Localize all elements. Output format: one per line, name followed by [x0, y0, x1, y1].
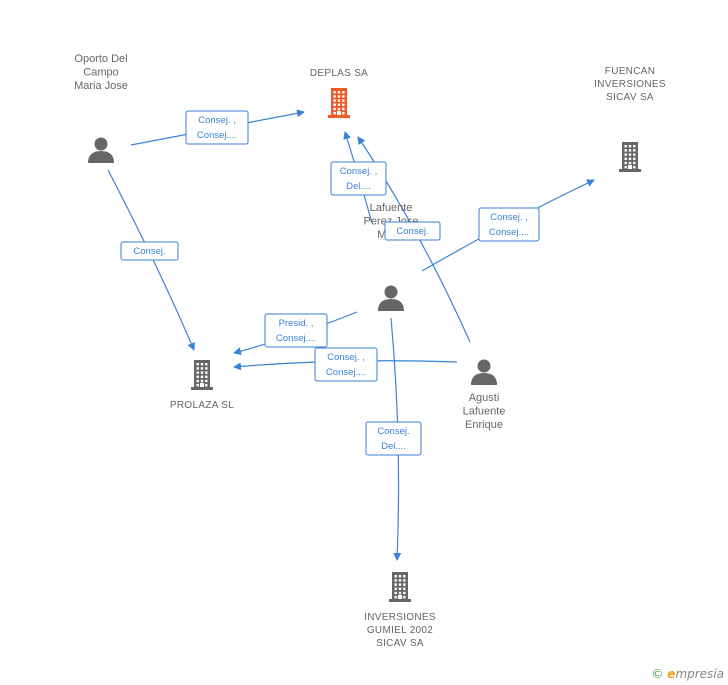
node-label-prolaza: PROLAZA SL — [170, 400, 234, 411]
node-label-agusti: Agusti — [469, 392, 500, 404]
edge-label-box — [365, 421, 422, 456]
edge-label-box — [478, 207, 540, 242]
edge-label-lafuente-fuencan[interactable]: Consej. , Consej.... — [478, 207, 540, 242]
edge-label-text: Del.... — [346, 181, 371, 192]
edge-label-text: Del.... — [381, 441, 406, 452]
edge-label-box — [330, 161, 387, 196]
node-label-gumiel: INVERSIONES — [364, 612, 436, 623]
edge-label-box — [314, 347, 378, 382]
edge-label-lafuente-prolaza[interactable]: Presid. , Consej.... — [264, 313, 328, 348]
edge-label-agusti-deplas[interactable]: Consej. — [384, 221, 441, 241]
node-deplas[interactable]: DEPLAS SA — [310, 68, 368, 118]
building-icon — [328, 88, 350, 118]
node-label-oporto: Campo — [83, 67, 118, 79]
edge-label-box — [185, 110, 249, 145]
edge-label-oporto-prolaza[interactable]: Consej. — [120, 241, 179, 261]
copyright-symbol: © — [651, 667, 664, 681]
edge-label-box — [384, 221, 441, 241]
node-label-oporto: Oporto Del — [74, 53, 127, 65]
edge-label-text: Presid. , — [279, 318, 314, 329]
node-label-fuencan: FUENCAN — [605, 66, 655, 77]
edge-label-agusti-prolaza[interactable]: Consej. , Consej.... — [314, 347, 378, 382]
edge-label-text: Consej. , — [327, 352, 365, 363]
building-icon — [619, 142, 641, 172]
node-label-lafuente_jm: Lafuente — [370, 202, 413, 214]
person-icon — [88, 137, 114, 163]
edge-label-box — [264, 313, 328, 348]
node-label-agusti: Enrique — [465, 419, 503, 431]
edge-label-text: Consej. , — [198, 115, 236, 126]
edge-label-box — [120, 241, 179, 261]
node-label-agusti: Lafuente — [463, 406, 506, 418]
node-prolaza[interactable]: PROLAZA SL — [170, 360, 234, 411]
person-icon — [378, 285, 404, 311]
edge-label-text: Consej. — [396, 226, 428, 237]
edge-label-oporto-deplas[interactable]: Consej. , Consej.... — [185, 110, 249, 145]
nodes-layer: DEPLAS SA FUENCAN INVERSIONES SICAV SA PROLA… — [74, 53, 666, 649]
edge-label-text: Consej.... — [276, 333, 316, 344]
node-label-oporto: Maria Jose — [74, 80, 128, 92]
edge-label-text: Consej.... — [489, 227, 529, 238]
node-label-gumiel: SICAV SA — [376, 638, 424, 649]
person-icon — [471, 359, 497, 385]
edge-label-text: Consej. — [377, 426, 409, 437]
edge-label-text: Consej.... — [326, 367, 366, 378]
edge-label-text: Consej. , — [340, 166, 378, 177]
node-label-deplas: DEPLAS SA — [310, 68, 368, 79]
edge-label-lafuente-deplas[interactable]: Consej. , Del.... — [330, 161, 387, 196]
footer-brand: ©empresia — [651, 667, 724, 681]
node-label-fuencan: INVERSIONES — [594, 79, 666, 90]
brand-logo-initial: e — [667, 667, 676, 681]
node-fuencan[interactable]: FUENCAN INVERSIONES SICAV SA — [594, 66, 666, 172]
building-icon — [191, 360, 213, 390]
node-label-fuencan: SICAV SA — [606, 92, 654, 103]
building-icon — [389, 572, 411, 602]
brand-logo-text: mpresia — [675, 667, 724, 681]
edge-label-text: Consej. , — [490, 212, 528, 223]
edge-label-text: Consej. — [133, 246, 165, 257]
edge-oporto-prolaza — [107, 169, 195, 351]
edge-label-text: Consej.... — [197, 130, 237, 141]
edge-labels-layer: Consej. , Consej.... Consej. Consej. , Del..… — [120, 110, 540, 456]
edge-label-lafuente-gumiel[interactable]: Consej. Del.... — [365, 421, 422, 456]
node-label-gumiel: GUMIEL 2002 — [367, 625, 433, 636]
